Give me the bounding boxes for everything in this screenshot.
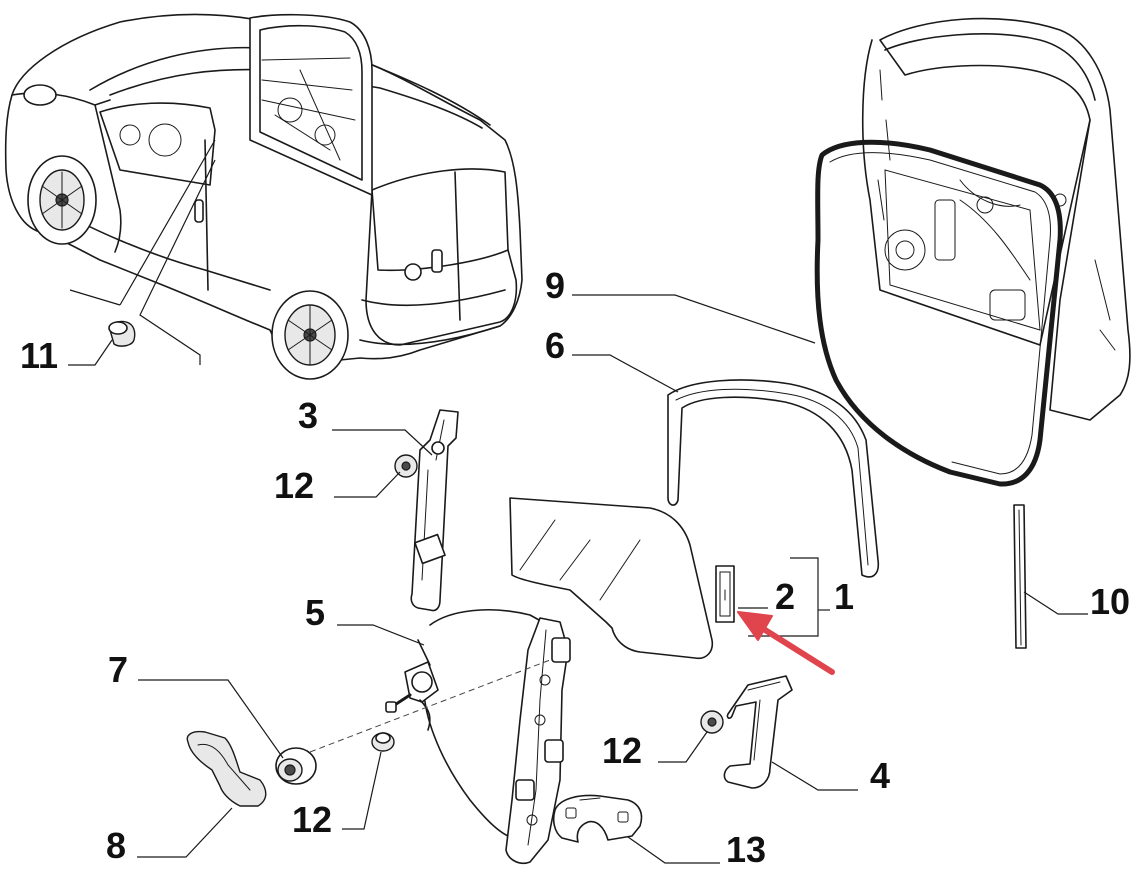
leader-12c bbox=[658, 731, 708, 763]
callout-12-upper: 12 bbox=[274, 465, 314, 506]
part-10-outer-weatherstrip bbox=[1013, 504, 1027, 649]
part-9-door-seal bbox=[814, 139, 1063, 487]
callout-11: 11 bbox=[20, 335, 58, 376]
part-12-nut-right bbox=[700, 710, 724, 734]
part-6-glass-run-channel bbox=[667, 379, 880, 578]
highlight-arrow bbox=[737, 611, 835, 675]
callout-8: 8 bbox=[106, 825, 126, 866]
leader-4 bbox=[771, 761, 858, 791]
leader-lines bbox=[68, 294, 1088, 864]
callout-12-right: 12 bbox=[602, 730, 642, 771]
leader-8 bbox=[137, 807, 233, 858]
callout-3: 3 bbox=[298, 395, 318, 436]
part-12-nut-lower bbox=[371, 732, 395, 752]
part-4-rear-guide-bracket bbox=[723, 675, 793, 789]
callout-6: 6 bbox=[545, 325, 565, 366]
part-5-window-regulator bbox=[309, 609, 571, 865]
part-3-front-guide-rail bbox=[410, 409, 459, 612]
leader-11 bbox=[68, 339, 113, 366]
callout-numbers: 9 6 11 3 12 5 7 8 12 12 13 4 10 2 1 bbox=[20, 265, 1130, 870]
part-12-nut-upper bbox=[394, 454, 418, 478]
leader-13 bbox=[627, 836, 720, 864]
part-11-plug bbox=[108, 320, 136, 347]
leader-6 bbox=[572, 354, 679, 393]
leader-5 bbox=[337, 624, 425, 646]
door-shell bbox=[861, 17, 1131, 421]
callout-2: 2 bbox=[775, 576, 795, 617]
callout-10: 10 bbox=[1090, 581, 1130, 622]
callout-1: 1 bbox=[834, 576, 854, 617]
part-13-retaining-clip bbox=[552, 794, 643, 843]
callout-13: 13 bbox=[726, 829, 766, 870]
leader-3 bbox=[332, 429, 433, 456]
part-8-crank-handle bbox=[186, 730, 267, 807]
leader-10 bbox=[1023, 591, 1088, 615]
van-illustration bbox=[4, 13, 523, 380]
bracket-1 bbox=[748, 557, 819, 637]
callout-7: 7 bbox=[108, 649, 128, 690]
callout-5: 5 bbox=[305, 592, 325, 633]
part-1-door-glass bbox=[509, 497, 714, 660]
leader-9 bbox=[572, 294, 816, 344]
callout-12-lower: 12 bbox=[292, 799, 332, 840]
leader-12a bbox=[334, 471, 401, 498]
part-7-handle-bush bbox=[275, 747, 317, 785]
leader-12b bbox=[342, 751, 382, 830]
callout-4: 4 bbox=[870, 755, 890, 796]
leader-7 bbox=[138, 679, 284, 759]
callout-9: 9 bbox=[545, 265, 565, 306]
part-2-glass-clip bbox=[715, 565, 735, 623]
